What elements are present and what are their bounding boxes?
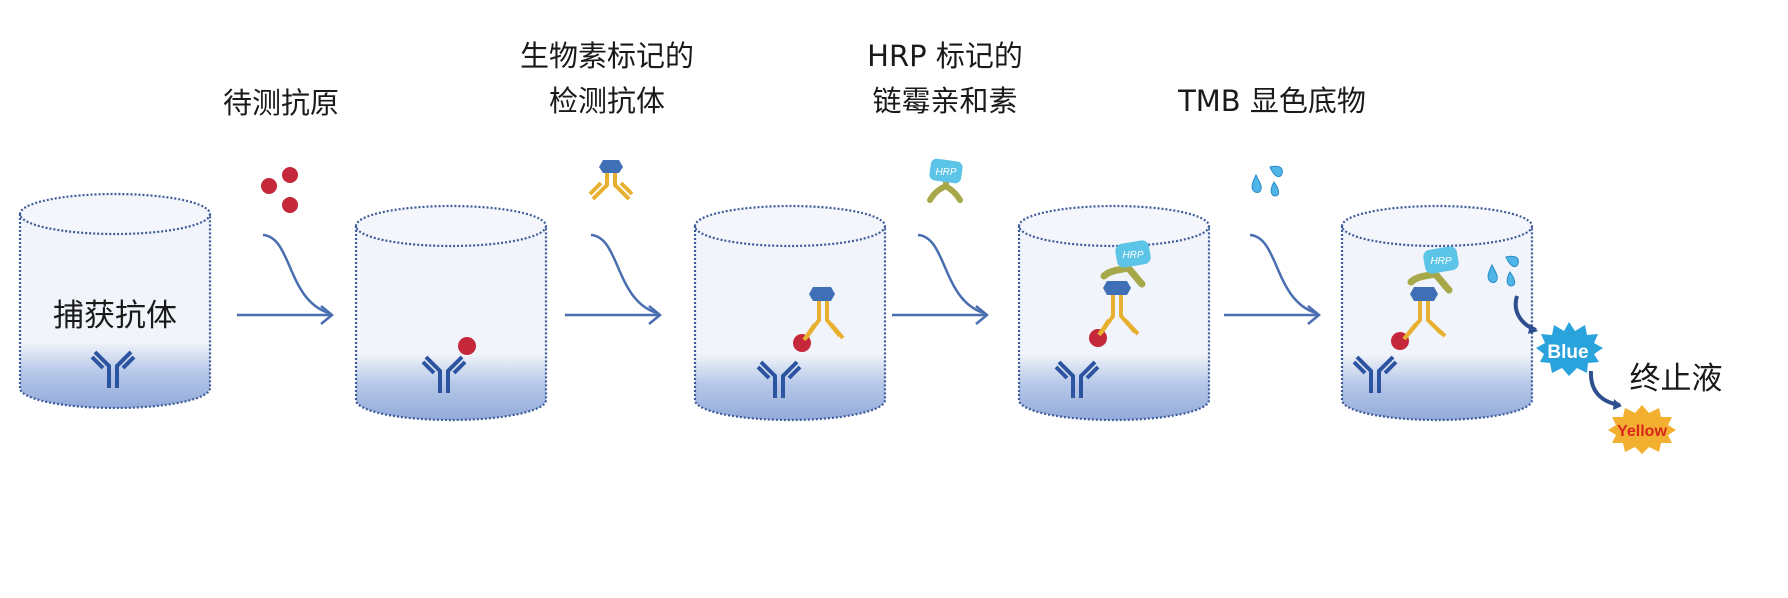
step-label-antigen: 待测抗原 [223,86,339,120]
biotin-icon [1410,287,1438,301]
antigen-icon [458,337,476,355]
hrp-enzyme-icon [1115,240,1151,268]
capture-antibody-label: 捕获抗体 [53,298,177,334]
detection-antibody-icon [1402,298,1447,341]
to-yellow-arrow [1588,370,1621,407]
detection-antibody-icon [802,298,845,342]
hrp-label-well5: HRP [1430,256,1451,267]
well-2 [354,204,548,422]
tmb-drops-icon [1251,165,1283,197]
step-label-substrate: TMB 显色底物 [1177,84,1366,118]
step-arrow-2 [563,233,662,326]
hrp-enzyme-icon [1423,246,1459,274]
yellow-label: Yellow [1617,423,1667,440]
to-yellow-arrowhead [1613,399,1622,410]
step-label-streptavidin-line2: 链霉亲和素 [872,84,1017,118]
biotin-icon [809,287,835,301]
yellow-star-icon [1608,405,1676,454]
step-arrow-3 [890,233,989,326]
blue-label: Blue [1547,342,1588,363]
blue-star-icon [1536,322,1603,376]
step-arrow-1 [235,233,334,326]
biotin-detection-antibody-icon [588,160,634,201]
step-label-streptavidin-line1: HRP 标记的 [867,39,1023,73]
well-3 [693,204,887,422]
hrp-label-well4: HRP [1122,250,1143,261]
to-blue-arrowhead [1528,324,1538,334]
detection-antibody-icon [1097,292,1140,337]
antigen-icon [261,167,298,213]
step-arrow-4 [1222,233,1321,326]
step-label-detection-line1: 生物素标记的 [520,39,694,73]
stop-solution-label: 终止液 [1630,361,1723,397]
biotin-icon [1103,281,1131,295]
hrp-label-icon: HRP [935,167,956,178]
step-label-detection-line2: 检测抗体 [549,84,665,118]
hrp-streptavidin-icon: HRP [927,158,963,203]
